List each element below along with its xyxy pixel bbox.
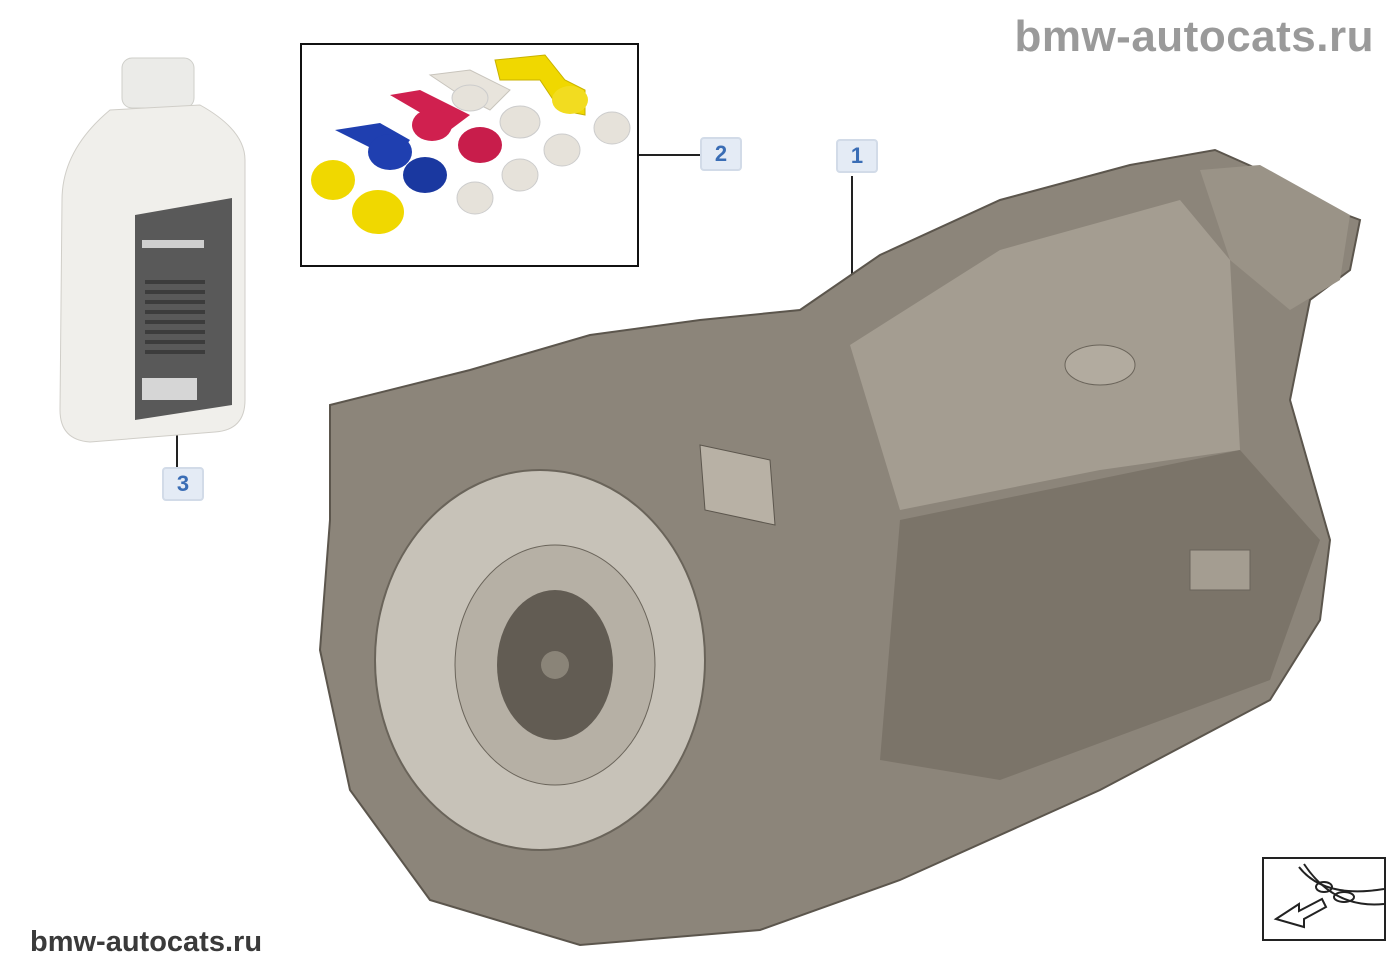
oil-bottle-image <box>59 57 246 443</box>
watermark-bottom: bmw-autocats.ru <box>30 926 263 958</box>
transmission-image <box>318 148 1362 947</box>
vehicle-front-view-arrow-icon[interactable] <box>1262 857 1386 941</box>
callout-1[interactable]: 1 <box>836 139 878 173</box>
callout-2[interactable]: 2 <box>700 137 742 171</box>
protective-caps-image <box>300 43 639 267</box>
vehicle-front-view-arrow-graphic <box>1273 863 1385 929</box>
watermark-top: bmw-autocats.ru <box>1014 12 1374 61</box>
callout-3[interactable]: 3 <box>162 467 204 501</box>
